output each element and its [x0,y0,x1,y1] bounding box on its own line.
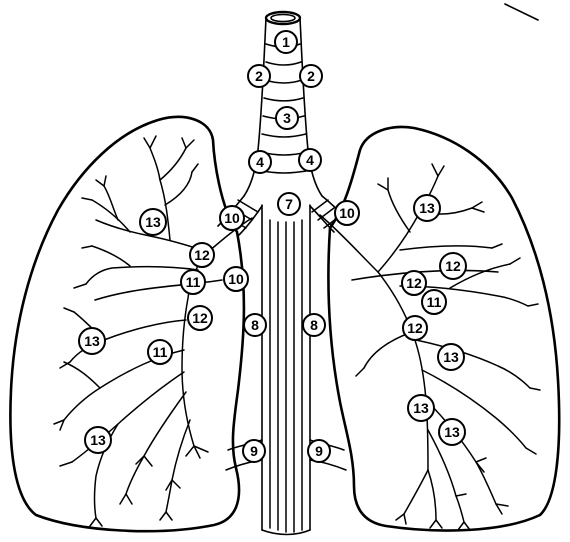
svg-text:8: 8 [310,317,318,333]
label-3: 3 [276,107,298,129]
right-bronchus-lower-3 [426,400,496,504]
number-labels: 1 2 2 3 4 4 7 8 [79,31,466,462]
right-bronchus-main [320,215,428,470]
label-8-left: 8 [244,314,266,336]
svg-text:9: 9 [315,443,323,459]
left-lung [10,117,252,531]
right-bronchus-lower-6 [428,470,436,520]
svg-text:13: 13 [443,349,459,365]
svg-text:12: 12 [406,275,422,291]
svg-text:4: 4 [256,154,264,170]
label-10-upper-left: 10 [220,206,244,230]
label-2-left: 2 [248,65,270,87]
label-12-right-mid: 12 [402,271,426,295]
label-13-left-upper: 13 [140,209,166,235]
label-13-right-upper: 13 [414,195,440,221]
right-bronchus-upper [378,176,438,272]
right-lung-outline [328,127,559,531]
svg-text:13: 13 [419,200,435,216]
svg-text:10: 10 [339,205,355,221]
label-13-left-lower: 13 [85,427,111,453]
label-12-right-lower: 12 [403,316,427,340]
right-bronchus-lower-7 [364,332,412,368]
label-13-left-mid: 13 [79,328,105,354]
svg-text:12: 12 [407,320,423,336]
right-bronchus-upper-2 [388,190,410,232]
label-2-right: 2 [300,65,322,87]
svg-text:8: 8 [251,317,259,333]
svg-text:7: 7 [285,196,293,212]
svg-text:3: 3 [283,110,291,126]
left-bronchus-upper-4 [165,172,192,205]
label-11-right: 11 [422,290,446,314]
svg-text:9: 9 [250,443,258,459]
corner-line [505,4,538,20]
left-bronchus-upper-3 [160,148,186,180]
label-13-right-lower-left: 13 [408,395,434,421]
svg-text:1: 1 [282,34,290,50]
svg-text:10: 10 [224,210,240,226]
label-11-left-lower: 11 [148,340,172,364]
svg-text:2: 2 [255,68,263,84]
svg-text:11: 11 [186,274,201,290]
right-bronchus-upper-4 [400,246,492,250]
label-13-right-mid: 13 [438,344,464,370]
svg-text:4: 4 [306,152,314,168]
left-bronchus-upper-6 [104,186,118,220]
right-bronchus-lower-2 [422,370,526,448]
svg-text:12: 12 [445,258,461,274]
label-11-left-upper: 11 [181,270,205,294]
left-bronchus-upper-5 [92,200,130,232]
label-4-left: 4 [249,151,271,173]
right-bronchus-lower-5 [404,470,428,514]
left-bronchus-lower-5 [166,420,190,512]
left-bronchus-lower-4 [126,392,186,494]
label-13-right-lower-right: 13 [439,419,465,445]
label-7: 7 [278,193,300,215]
right-lung [320,127,559,531]
label-10-right: 10 [335,201,359,225]
svg-text:11: 11 [427,294,442,310]
svg-text:13: 13 [90,432,106,448]
right-bronchus-lower-1 [416,340,530,388]
svg-text:13: 13 [444,424,460,440]
svg-text:13: 13 [84,333,100,349]
label-8-right: 8 [303,314,325,336]
label-4-right: 4 [299,149,321,171]
label-9-right: 9 [308,440,330,462]
svg-text:13: 13 [413,400,429,416]
svg-text:13: 13 [145,214,161,230]
svg-text:11: 11 [153,344,168,360]
svg-text:10: 10 [228,271,244,287]
label-9-left: 9 [243,440,265,462]
label-12-left-lower: 12 [188,306,212,330]
esophagus-striations [270,220,302,532]
left-bronchus-lower-7 [64,362,100,388]
left-bronchus-mid-2 [92,246,130,266]
svg-text:12: 12 [192,310,208,326]
label-12-left-upper: 12 [190,243,214,267]
svg-text:2: 2 [307,68,315,84]
svg-text:12: 12 [194,247,210,263]
label-1: 1 [275,31,297,53]
label-10-lower-left: 10 [224,267,248,291]
label-12-right-upper: 12 [440,253,466,279]
